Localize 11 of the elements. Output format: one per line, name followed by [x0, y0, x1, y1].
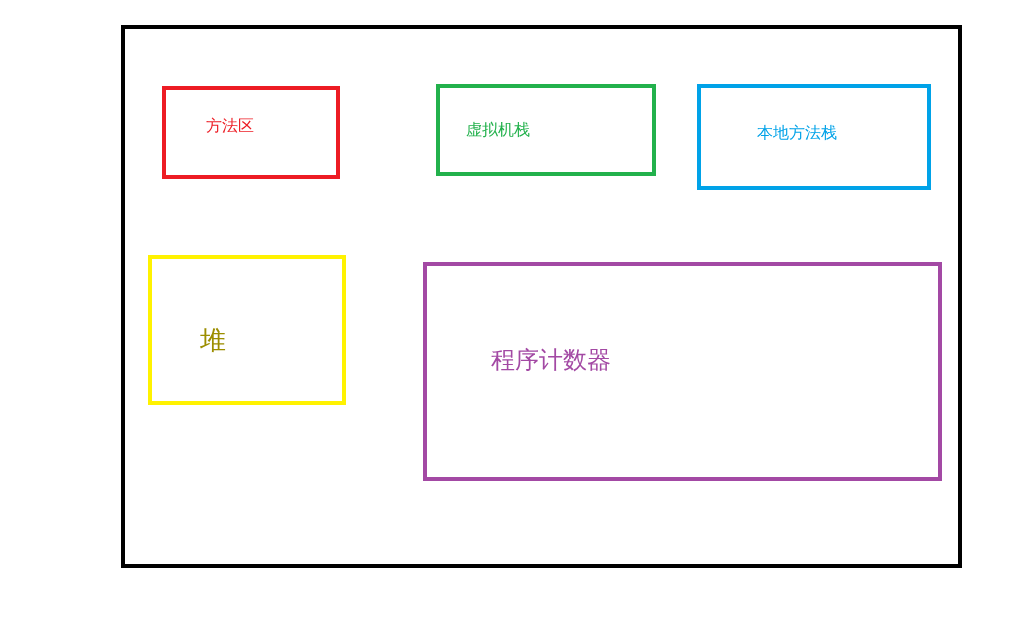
text-box [436, 84, 656, 176]
box-label: 程序计数器 [491, 346, 611, 375]
text-box [423, 262, 942, 481]
box-label: 本地方法栈 [757, 123, 837, 143]
box-label: 虚拟机栈 [466, 120, 530, 140]
text-box [697, 84, 931, 190]
box-label: 方法区 [206, 116, 254, 136]
outline-box [121, 25, 962, 568]
text-box [162, 86, 340, 179]
text-box [148, 255, 346, 405]
box-label: 堆 [200, 325, 226, 357]
